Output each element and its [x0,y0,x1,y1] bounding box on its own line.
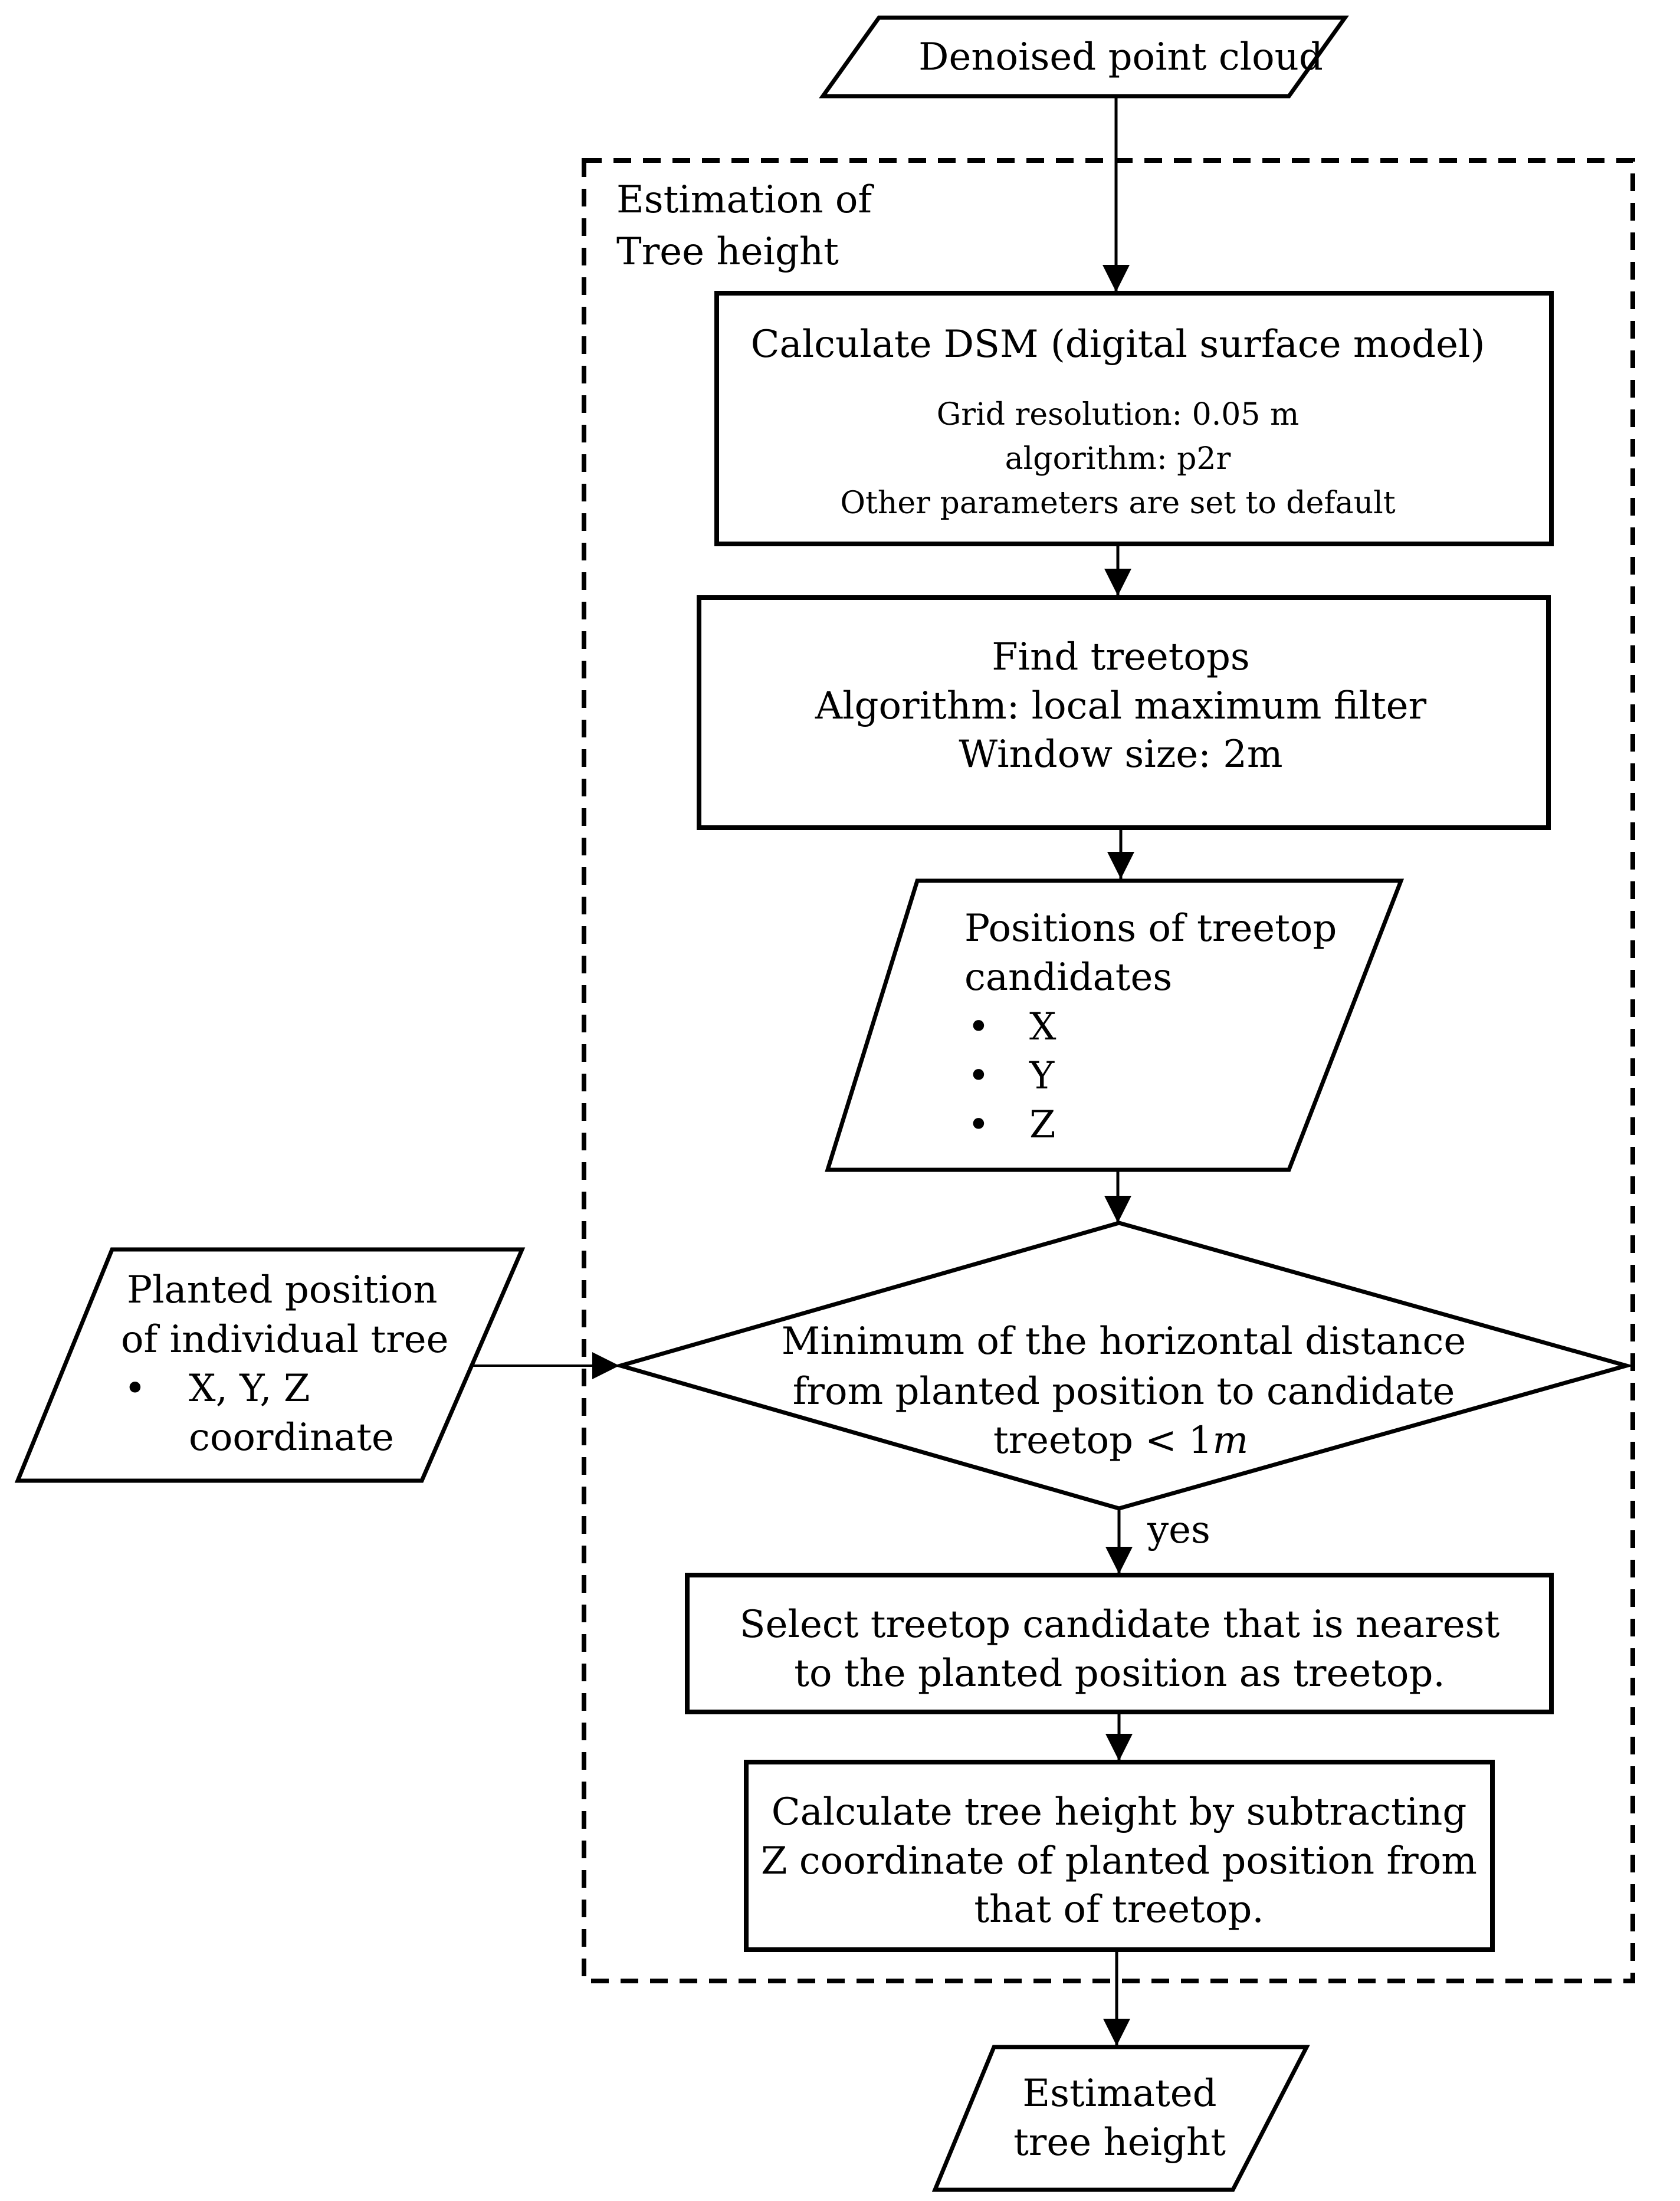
select-line-2: to the planted position as treetop. [794,1652,1445,1695]
decision-threshold-value: 1 [1189,1419,1213,1462]
group-frame [582,158,1635,1983]
output-parallelogram: Estimated tree height [931,2045,1310,2192]
output-line-1: Estimated [1022,2072,1216,2115]
candidates-bullets: • X • Y • Z [967,1005,1056,1147]
decision-line-3: treetop <1m [993,1419,1248,1462]
calculate-height-box: Calculate tree height by subtracting Z c… [744,1760,1495,1952]
planted-title: Planted position of individual tree [121,1268,449,1362]
planted-parallelogram: Planted position of individual tree • X,… [14,1247,526,1483]
find-treetops-title: Find treetops [992,635,1250,679]
group-title-line-2: Tree height [616,230,839,274]
yes-label: yes [1147,1508,1210,1552]
decision-treetop-word: treetop [993,1419,1133,1462]
bullet-x-dot: • [967,1005,990,1049]
dsm-param-algorithm: algorithm: p2r [1005,441,1231,477]
planted-item-line-1: X, Y, Z [189,1367,310,1411]
planted-line-1: Planted position [127,1268,438,1312]
bullet-y-dot: • [967,1054,990,1098]
planted-bullet-dot: • [124,1367,146,1411]
select-box: Select treetop candidate that is nearest… [685,1573,1554,1714]
bullet-z-dot: • [967,1103,990,1147]
decision-line-1: Minimum of the horizontal distance [782,1320,1466,1363]
decision-line-2: from planted position to candidate [793,1370,1455,1413]
candidates-title-line-1: Positions of treetop [964,907,1337,950]
output-line-2: tree height [1013,2121,1226,2164]
group-title-line-1: Estimation of [616,178,874,222]
group-title: Estimation of Tree height [616,178,884,274]
candidate-x: X [1029,1005,1056,1049]
find-treetops-window: Window size: 2m [959,733,1282,776]
decision-less-than: < [1145,1419,1177,1462]
select-line-1: Select treetop candidate that is nearest [740,1603,1500,1646]
decision-diamond: Minimum of the horizontal distance from … [613,1221,1634,1511]
dsm-title: Calculate DSM (digital surface model) [751,323,1485,366]
decision-threshold-unit: m [1212,1419,1248,1462]
input-label: Denoised point cloud [918,35,1323,79]
candidate-z: Z [1029,1103,1055,1147]
find-treetops-algorithm: Algorithm: local maximum filter [815,684,1427,728]
input-parallelogram: Denoised point cloud [819,15,1349,99]
planted-line-2: of individual tree [121,1318,449,1362]
calculate-line-3: that of treetop. [974,1888,1264,1931]
find-treetops-box: Find treetops Algorithm: local maximum f… [697,595,1551,830]
planted-item: X, Y, Z coordinate [189,1367,394,1459]
dsm-param-grid: Grid resolution: 0.05 m [937,397,1300,432]
calculate-line-2: Z coordinate of planted position from [761,1839,1477,1883]
calculate-line-1: Calculate tree height by subtracting [772,1790,1467,1834]
dsm-param-other: Other parameters are set to default [840,486,1395,521]
candidate-y: Y [1029,1054,1055,1098]
candidates-parallelogram: Positions of treetop candidates • X • Y … [825,878,1405,1172]
planted-item-line-2: coordinate [189,1416,394,1459]
dsm-box: Calculate DSM (digital surface model) Gr… [714,291,1554,546]
candidates-title: Positions of treetop candidates [964,907,1349,999]
candidates-title-line-2: candidates [964,956,1172,999]
